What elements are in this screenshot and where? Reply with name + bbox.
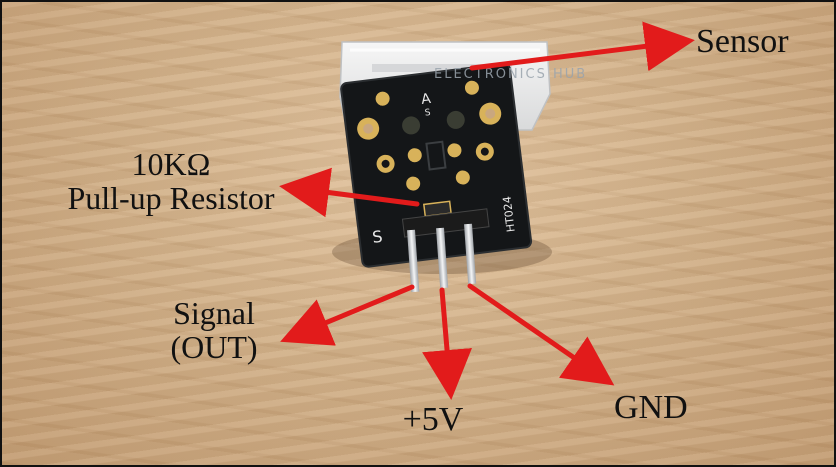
arrow-5v [422,287,472,400]
silkscreen-model: HT024 [500,195,517,232]
watermark-text: ELECTRONICS HUB [434,67,587,82]
mounting-hole [464,80,479,95]
label-signal-line2: (OUT) [170,328,258,365]
pin-5v [436,227,449,289]
pcb-board: A S S HT024 [340,62,533,268]
label-plus5v: +5V [402,401,464,438]
label-resistor-name: Pull-up Resistor [67,179,275,216]
sensor-lead [402,116,421,135]
silkscreen-s-top: S [424,108,431,119]
pin-signal [407,229,420,293]
solder-pad [447,143,462,158]
silkscreen-s-left: S [371,227,383,247]
solder-pad [406,176,421,191]
label-signal-line1: Signal [173,295,255,331]
silkscreen-a: A [420,91,432,108]
arrow-signal [280,284,415,346]
label-resistor-value: 10KΩ [131,146,211,182]
sensor-lead [446,110,465,129]
arrow-sensor [469,21,695,72]
pin-header-block [401,208,490,238]
label-pullup-resistor: 10KΩ Pull-up Resistor [26,146,316,216]
solder-pad [455,170,470,185]
label-gnd: GND [614,389,688,426]
pin-gnd [464,223,477,285]
arrow-resistor [279,167,420,218]
mounting-hole [375,91,390,106]
header-pins [407,223,477,293]
label-signal-out: Signal (OUT) [150,295,278,365]
label-sensor: Sensor [696,23,789,60]
annotation-arrows [279,21,695,400]
arrow-gnd [467,283,615,386]
solder-pad [407,148,422,163]
